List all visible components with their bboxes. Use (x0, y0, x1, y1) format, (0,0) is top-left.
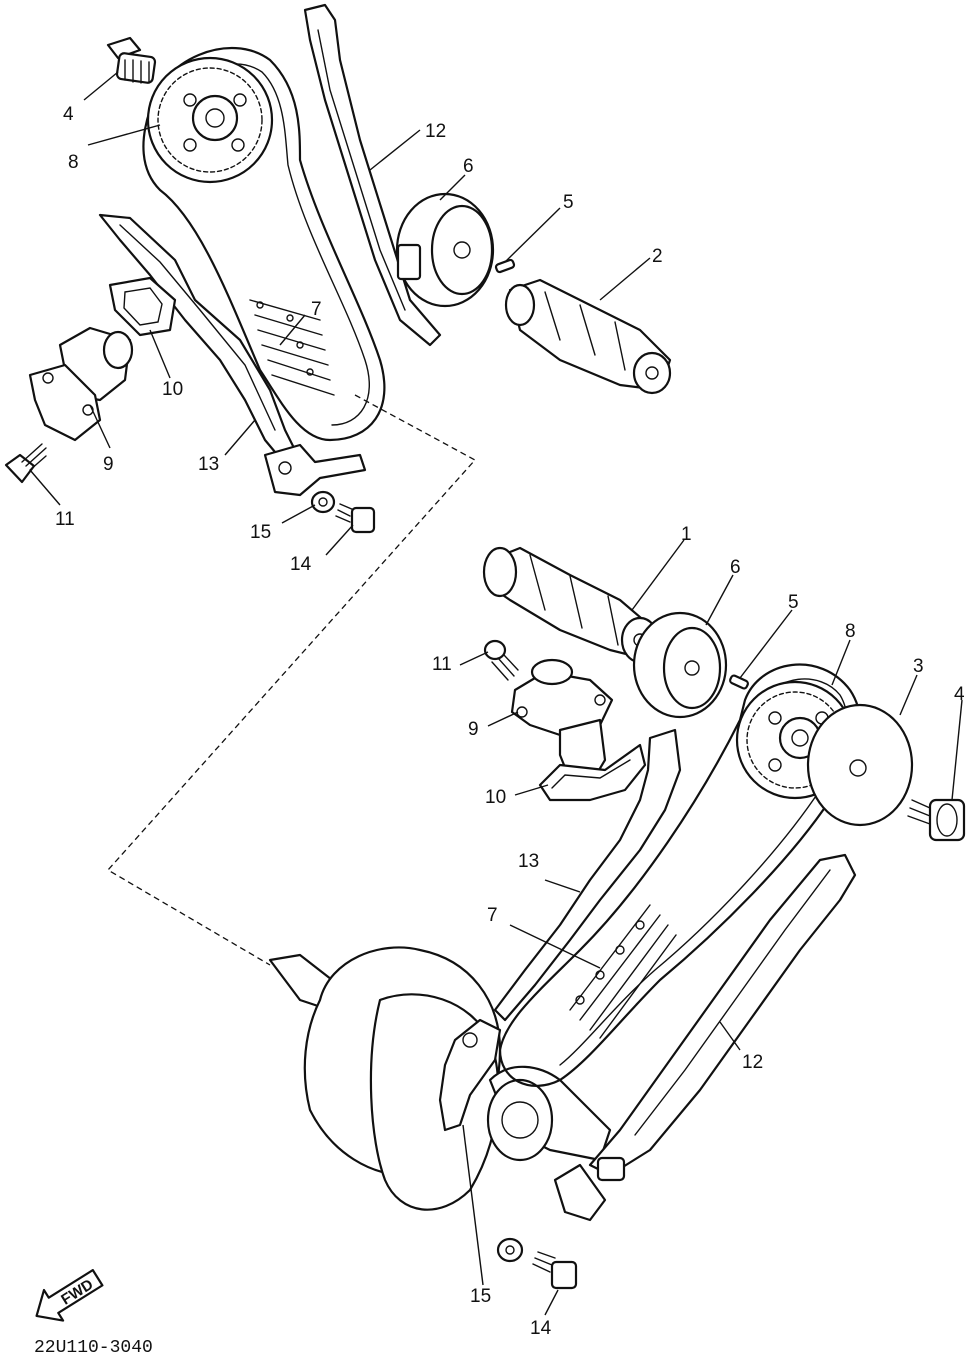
label-bottom-4: 4 (954, 684, 965, 705)
bottom-assembly (268, 539, 966, 1316)
label-bottom-7: 7 (487, 905, 498, 926)
chain-guide-bottom (588, 853, 857, 1177)
chain-tensioner-top (28, 326, 134, 442)
chain-guide-top (303, 3, 442, 347)
part-labels: 4 8 12 6 5 2 7 10 9 13 11 15 14 1 6 5 8 … (55, 104, 965, 1339)
decompressor-cam-top (395, 192, 495, 308)
label-bottom-11: 11 (432, 654, 452, 675)
drawing-code: 22U110-3040 (34, 1338, 153, 1358)
top-assembly (4, 3, 672, 556)
bottom-leader-lines (459, 539, 963, 1316)
label-bottom-1: 1 (681, 524, 692, 545)
sprocket-plate (806, 703, 914, 827)
label-bottom-10: 10 (485, 787, 506, 808)
tensioner-bolt-bottom (483, 639, 519, 681)
cam-sprocket-top (146, 56, 274, 184)
forward-direction-badge: FWD (35, 1269, 104, 1322)
gasket-bottom (538, 743, 647, 802)
label-top-5: 5 (563, 192, 574, 213)
label-bottom-5: 5 (788, 592, 799, 613)
top-leader-lines (29, 71, 651, 556)
label-bottom-3: 3 (913, 656, 924, 677)
label-top-9: 9 (103, 454, 114, 475)
forward-arrow-icon (35, 1269, 104, 1322)
crankshaft (268, 946, 612, 1222)
label-bottom-6: 6 (730, 557, 741, 578)
label-bottom-8: 8 (845, 621, 856, 642)
chain-path-dashed (106, 394, 477, 966)
camshaft-top (504, 278, 672, 395)
label-bottom-13: 13 (518, 851, 539, 872)
tensioner-guide-bottom (493, 728, 682, 1022)
label-top-11: 11 (55, 509, 75, 530)
bolt-bottom (907, 798, 966, 842)
label-top-2: 2 (652, 246, 663, 267)
camshaft-bottom (482, 546, 660, 664)
label-bottom-12: 12 (742, 1052, 763, 1073)
chain-links-top (249, 299, 335, 396)
label-top-4: 4 (63, 104, 74, 125)
label-top-12: 12 (425, 121, 446, 142)
label-top-13: 13 (198, 454, 219, 475)
label-top-10: 10 (162, 379, 183, 400)
label-top-15: 15 (250, 522, 271, 543)
dowel-pin-bottom (729, 674, 749, 690)
guide-bolt-top (335, 503, 376, 534)
decompressor-cam-bottom (632, 611, 728, 719)
label-bottom-9: 9 (468, 719, 479, 740)
guide-washer-top (310, 490, 336, 514)
timing-chain-top (142, 46, 386, 442)
label-bottom-14: 14 (530, 1318, 552, 1339)
guide-bolt-bottom (532, 1251, 578, 1290)
label-bottom-15: 15 (470, 1286, 491, 1307)
tensioner-bolt-top (4, 443, 47, 484)
gasket-top (108, 276, 177, 337)
label-top-8: 8 (68, 152, 79, 173)
label-top-7: 7 (311, 299, 322, 320)
bolt-top (106, 36, 157, 84)
dowel-pin-top (494, 258, 516, 274)
chain-links-bottom (569, 904, 677, 1039)
label-top-6: 6 (463, 156, 474, 177)
guide-washer-bottom (496, 1237, 524, 1263)
label-top-14: 14 (290, 554, 312, 575)
